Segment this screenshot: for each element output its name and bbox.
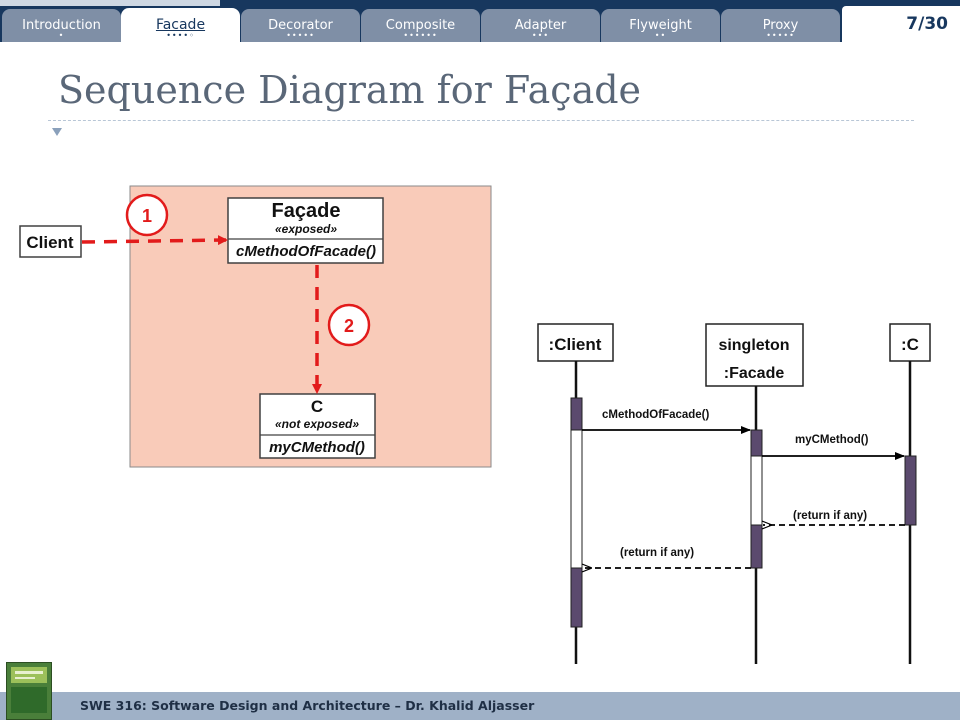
facade-participant-line2: :Facade (724, 365, 785, 382)
book-cover-image (11, 687, 47, 713)
client-lifeline-header (537, 323, 614, 362)
tab-progress-dots: ••••◦ (166, 31, 195, 40)
tab-progress-dots: ••• (531, 31, 550, 40)
tab-progress-dots: •• (654, 31, 667, 40)
c-stereotype: «not exposed» (275, 417, 359, 431)
c-method: myCMethod() (269, 439, 365, 456)
footer-bar: SWE 316: Software Design and Architectur… (0, 692, 960, 720)
tab-label: Introduction (22, 18, 101, 33)
client-activation-2 (570, 429, 583, 569)
tab-facade[interactable]: Facade ••••◦ (121, 8, 240, 42)
tab-label: Adapter (514, 18, 567, 33)
book-cover-band (11, 667, 47, 683)
c-lifeline-header (889, 323, 931, 362)
step-1-label: 1 (142, 206, 152, 226)
client-activation-3 (570, 567, 583, 628)
book-cover-icon (6, 662, 52, 720)
facade-activation-1 (750, 429, 763, 457)
tab-label: Composite (385, 18, 456, 33)
facade-class-name: Façade (272, 200, 341, 222)
tab-composite[interactable]: Composite •••••• (361, 9, 480, 42)
tab-proxy[interactable]: Proxy ••••• (721, 9, 840, 42)
c-participant-label: :C (901, 335, 919, 354)
client-activation-1 (570, 397, 583, 431)
facade-participant-line1: singleton (718, 337, 789, 354)
sequence-diagram: :Client singleton :Facade :C cMethodOfFa… (537, 323, 931, 664)
client-label: Client (26, 233, 74, 252)
tab-progress-dots: ••••• (766, 31, 795, 40)
step-1-badge (125, 193, 169, 237)
top-nav-bar: Introduction • Facade ••••◦ Decorator ••… (0, 0, 960, 42)
return-c-to-facade-label: (return if any) (793, 510, 867, 522)
step-2-label: 2 (344, 316, 354, 336)
tab-adapter[interactable]: Adapter ••• (481, 9, 600, 42)
tab-flyweight[interactable]: Flyweight •• (601, 9, 720, 42)
facade-method: cMethodOfFacade() (236, 243, 376, 260)
triangle-marker-icon (52, 128, 62, 136)
tab-label: Flyweight (629, 18, 692, 33)
tab-progress-dots: ••••• (286, 31, 315, 40)
facade-activation-3 (750, 524, 763, 569)
tab-decorator[interactable]: Decorator ••••• (241, 9, 360, 42)
msg-mycmethod-label: myCMethod() (795, 434, 869, 446)
page-number: 7/30 (906, 14, 948, 34)
facade-stereotype: «exposed» (275, 222, 337, 236)
facade-class-box (227, 197, 384, 264)
step-2-badge (327, 303, 371, 347)
facade-lifeline-header (705, 323, 804, 387)
c-class-box (259, 393, 376, 459)
msg-cmethodoffacade-label: cMethodOfFacade() (602, 409, 710, 421)
title-divider (48, 120, 914, 121)
c-class-name: C (311, 397, 323, 416)
slide-title: Sequence Diagram for Façade (58, 68, 642, 112)
nav-accent-strip (0, 0, 220, 6)
tab-label: Facade (155, 17, 206, 33)
tab-progress-dots: •••••• (403, 31, 438, 40)
tab-label: Decorator (268, 18, 333, 33)
page-number-box: 7/30 (842, 6, 960, 42)
book-title-line (15, 671, 43, 674)
return-facade-to-client-label: (return if any) (620, 547, 694, 559)
facade-activation-2 (750, 455, 763, 526)
book-subtitle-line (15, 677, 35, 679)
c-activation (904, 455, 917, 526)
client-to-facade-arrow (81, 235, 228, 246)
client-box (19, 225, 82, 258)
tab-label: Proxy (762, 18, 799, 33)
footer-text: SWE 316: Software Design and Architectur… (80, 698, 535, 713)
tab-progress-dots: • (58, 31, 65, 40)
client-participant-label: :Client (549, 335, 602, 354)
tab-introduction[interactable]: Introduction • (2, 9, 121, 42)
